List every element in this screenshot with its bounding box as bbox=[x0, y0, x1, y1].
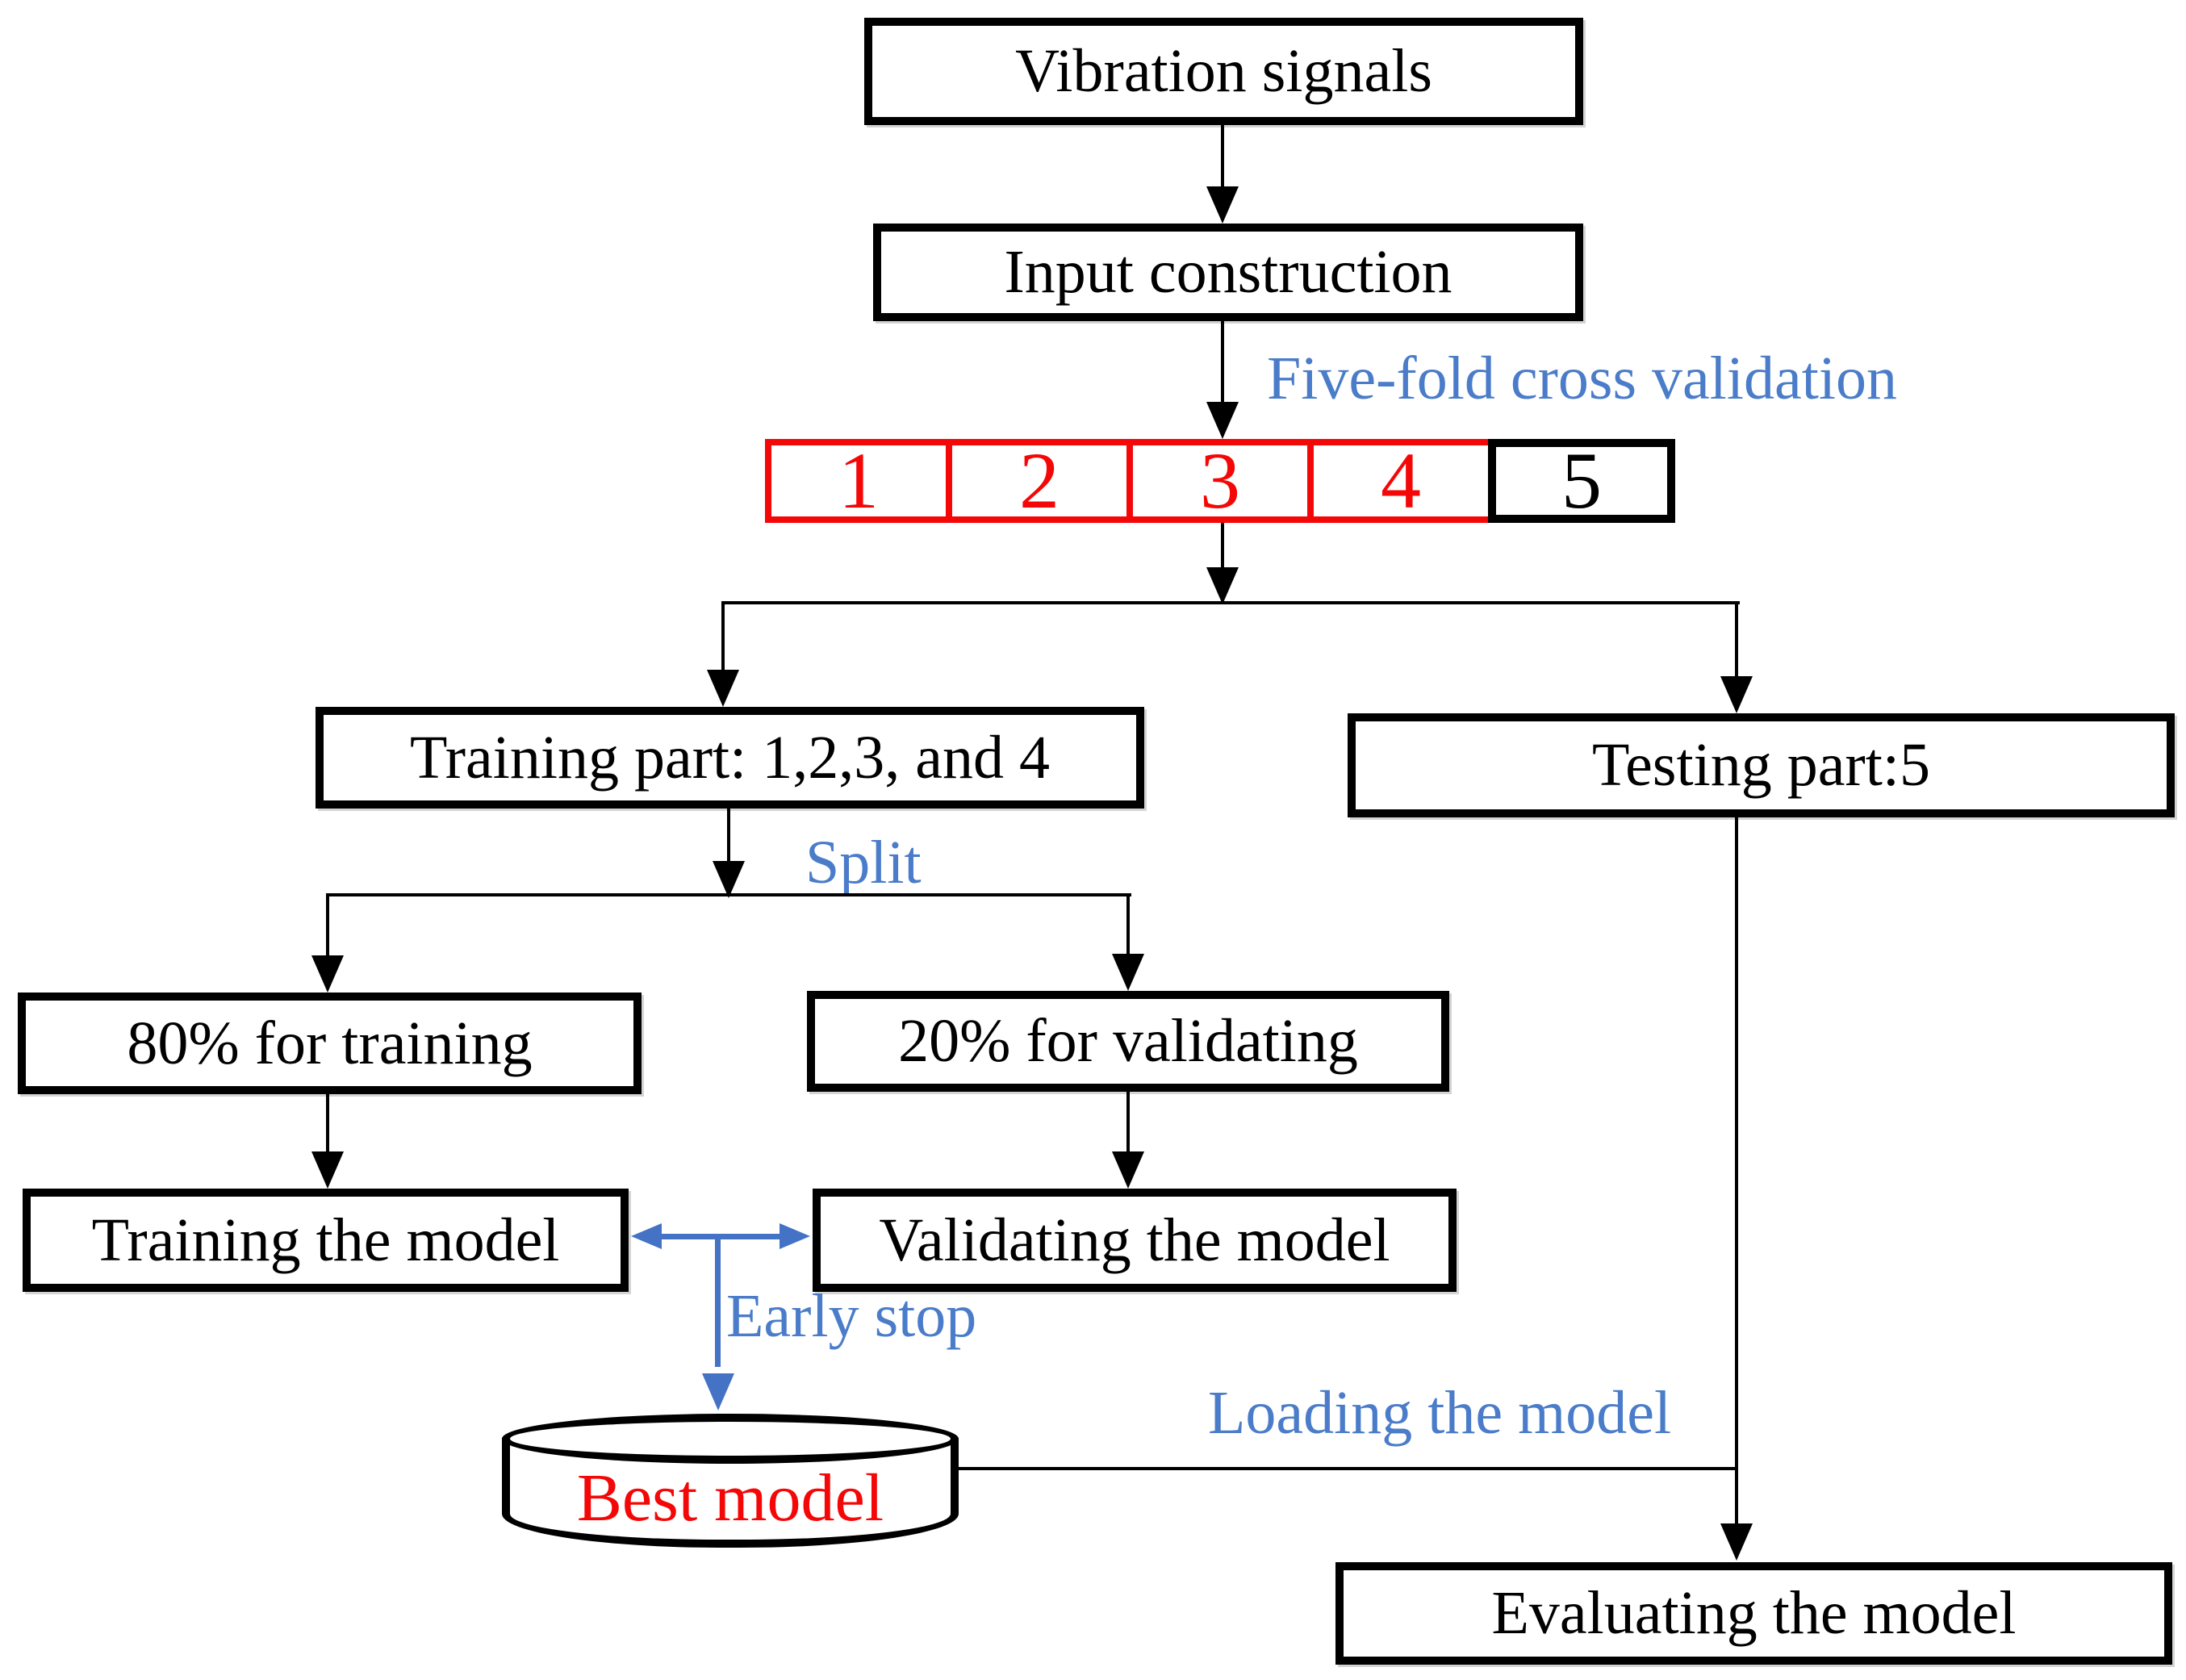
connector-80-to-training-model bbox=[326, 1094, 329, 1152]
arrowhead-early-stop-to-best-model bbox=[702, 1373, 734, 1410]
node-input-construction: Input construction bbox=[873, 224, 1583, 321]
node-testing-part: Testing part:5 bbox=[1348, 713, 2175, 817]
node-training-the-model: Training the model bbox=[23, 1189, 629, 1292]
fold-cell-2: 2 bbox=[946, 439, 1133, 523]
arrowhead-branch-to-testing-part bbox=[1720, 676, 1753, 713]
connector-early-stop-to-best-model bbox=[715, 1236, 721, 1367]
fold-cell-3: 3 bbox=[1126, 439, 1314, 523]
connector-branch-to-training-part bbox=[721, 601, 725, 672]
node-20-for-validating: 20% for validating bbox=[807, 991, 1449, 1092]
arrowhead-training-part-to-split bbox=[713, 861, 745, 898]
label-early-stop: Early stop bbox=[726, 1282, 977, 1350]
node-training-part: Training part: 1,2,3, and 4 bbox=[316, 707, 1144, 809]
fold-strip: 1 2 3 4 5 bbox=[765, 439, 1675, 523]
arrowhead-branch-to-training-part bbox=[707, 670, 739, 707]
double-arrow-line bbox=[660, 1234, 781, 1239]
node-vibration-signals: Vibration signals bbox=[864, 18, 1583, 125]
connector-training-part-to-split bbox=[727, 809, 730, 862]
best-model-cylinder-top bbox=[502, 1414, 959, 1464]
connector-split-to-20 bbox=[1126, 893, 1130, 955]
connector-split-to-80 bbox=[326, 893, 329, 956]
arrowhead-vibration-to-input bbox=[1206, 186, 1239, 224]
label-loading-the-model: Loading the model bbox=[1208, 1379, 1672, 1447]
arrowhead-input-to-folds bbox=[1206, 402, 1239, 439]
node-80-for-training: 80% for training bbox=[18, 993, 642, 1094]
connector-input-to-folds bbox=[1221, 321, 1224, 403]
connector-testing-to-evaluating bbox=[1735, 817, 1738, 1525]
fold-cell-1: 1 bbox=[765, 439, 952, 523]
fold-cell-4: 4 bbox=[1307, 439, 1494, 523]
connector-20-to-validating-model bbox=[1126, 1092, 1130, 1152]
arrowhead-80-to-training-model bbox=[311, 1151, 344, 1189]
label-five-fold-cross-validation: Five-fold cross validation bbox=[1267, 345, 1897, 412]
arrowhead-split-to-80 bbox=[311, 955, 344, 993]
arrowhead-split-to-20 bbox=[1112, 954, 1144, 991]
connector-branch-to-testing-part bbox=[1735, 601, 1738, 678]
arrowhead-testing-to-evaluating bbox=[1720, 1523, 1753, 1561]
split-branch-line bbox=[328, 893, 1131, 896]
arrowhead-20-to-validating-model bbox=[1112, 1151, 1144, 1189]
double-arrow-right-head bbox=[780, 1223, 810, 1249]
connector-vibration-to-input bbox=[1221, 125, 1224, 188]
double-arrow-left-head bbox=[631, 1223, 662, 1249]
arrowhead-folds-to-branch bbox=[1206, 567, 1239, 604]
node-validating-the-model: Validating the model bbox=[813, 1189, 1457, 1292]
best-model-label: Best model bbox=[576, 1461, 884, 1536]
branch-line-top bbox=[723, 601, 1740, 604]
connector-best-model-to-testing-line bbox=[957, 1467, 1737, 1470]
connector-folds-to-branch bbox=[1221, 523, 1224, 568]
label-split: Split bbox=[805, 829, 922, 896]
node-best-model: Best model bbox=[502, 1414, 959, 1548]
node-evaluating-the-model: Evaluating the model bbox=[1335, 1562, 2172, 1665]
fold-cell-5: 5 bbox=[1488, 439, 1675, 523]
